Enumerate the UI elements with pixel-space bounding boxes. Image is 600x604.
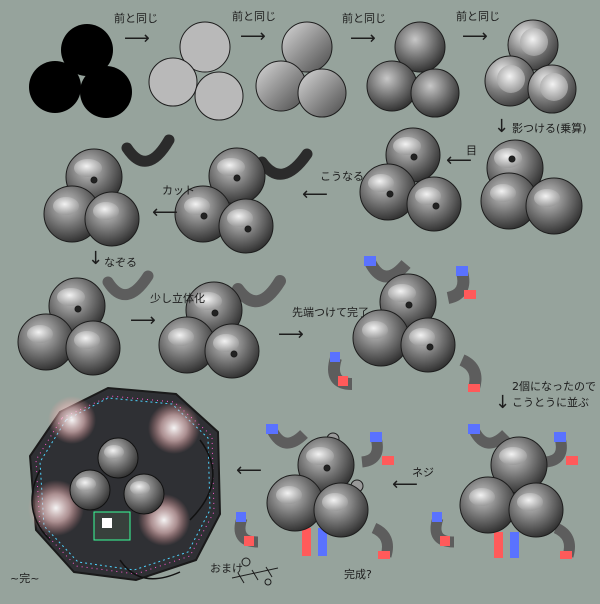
- step2-flat-trio: [148, 21, 244, 121]
- arrow-right-4: ⟶: [462, 26, 488, 47]
- arrow-left-2: ⟵: [302, 184, 328, 205]
- step7-pupils-trio: [359, 127, 462, 232]
- arrow-down-1: ↓: [494, 116, 510, 137]
- step3-gradient-trio: [255, 21, 347, 118]
- label-shadow: 影つける(乗算): [512, 122, 587, 135]
- final-device: [28, 386, 222, 582]
- arrow-down-2: ↓: [88, 248, 104, 269]
- label-two-units-1: 2個になったので: [512, 380, 596, 393]
- step9-cut-magnet: [43, 134, 175, 247]
- arrow-right-3: ⟶: [350, 28, 376, 49]
- arrow-left-1: ⟵: [446, 150, 472, 171]
- label-finish: 少し立体化: [150, 292, 205, 305]
- arrow-down-3: ↓: [495, 392, 511, 413]
- label-cut: カット: [162, 184, 195, 197]
- step11-3d-magnet: [158, 275, 286, 379]
- label-done-question: 完成?: [344, 568, 372, 581]
- step13-doubled-magnets: [430, 424, 578, 559]
- label-smooth: なぞる: [104, 256, 137, 269]
- step4-shaded-trio: [366, 21, 460, 118]
- label-same-1: 前と同じ: [114, 12, 158, 25]
- label-end: ~完~: [10, 572, 40, 585]
- label-same-2: 前と同じ: [232, 10, 276, 23]
- label-bonus: おまけ: [210, 562, 243, 575]
- arrow-left-4: ⟵: [392, 474, 418, 495]
- label-like-this: こうなる: [320, 170, 364, 183]
- arrow-right-6: ⟶: [278, 324, 304, 345]
- arrow-right-2: ⟶: [240, 26, 266, 47]
- step10-traced-magnet: [17, 270, 154, 376]
- arrow-right-5: ⟶: [130, 310, 156, 331]
- label-screw: ネジ: [412, 466, 434, 479]
- label-eyes: 目: [466, 144, 477, 157]
- label-color-tips: 先端つけて完了: [292, 306, 369, 319]
- step1-black-trio: [29, 24, 132, 118]
- arrow-left-3: ⟵: [152, 202, 178, 223]
- arrow-right-1: ⟶: [124, 28, 150, 49]
- step6-eyes-trio: [480, 139, 583, 235]
- label-two-units-2: こうとうに並ぶ: [512, 396, 589, 409]
- arrow-left-5: ⟵: [236, 460, 262, 481]
- step12-tipped-magnets: [328, 256, 482, 392]
- step14-screws: [234, 424, 394, 559]
- step8-trio-with-magnet: [174, 147, 313, 254]
- bonus-sketch: [231, 557, 279, 586]
- label-same-3: 前と同じ: [342, 12, 386, 25]
- label-same-4: 前と同じ: [456, 10, 500, 23]
- step5-hollow-trio: [484, 19, 577, 114]
